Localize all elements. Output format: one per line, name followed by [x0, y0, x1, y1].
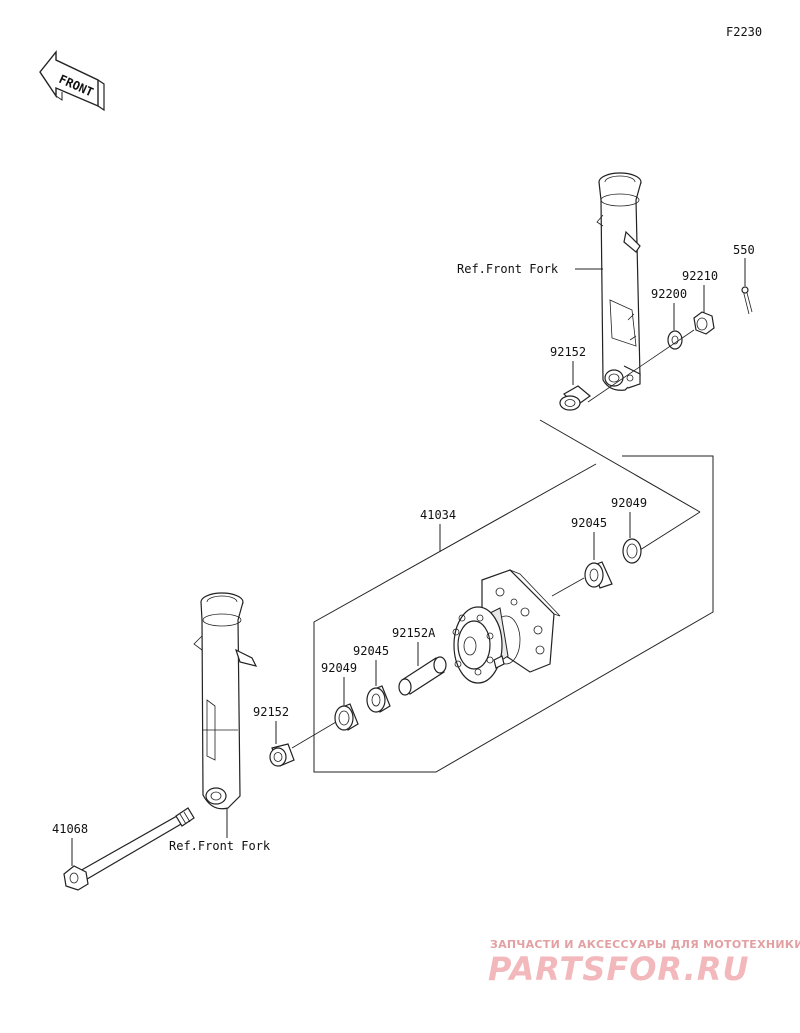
bearing-92045-right [584, 561, 613, 589]
figure-code: F2230 [726, 25, 762, 39]
front-fork-left-illustration [193, 592, 258, 810]
cotter-pin-550 [741, 286, 753, 315]
part-label-550: 550 [733, 243, 755, 257]
watermark-tagline: ЗАПЧАСТИ И АКСЕССУАРЫ ДЛЯ МОТОТЕХНИКИ [490, 938, 800, 951]
collar-92152-upper [559, 385, 591, 411]
front-direction-arrow: FRONT [39, 50, 105, 112]
ref-front-fork-lower-label: Ref.Front Fork [169, 839, 271, 853]
part-label-41034: 41034 [420, 508, 456, 522]
axle-nut-92210 [693, 311, 715, 335]
part-label-92152-upper: 92152 [550, 345, 586, 359]
oil-seal-92049-right [622, 538, 642, 564]
front-axle-41068 [63, 807, 195, 891]
part-label-92152a: 92152A [392, 626, 436, 640]
wheel-hub-41034 [452, 569, 561, 684]
watermark-logo: PARTSFOR.RU [488, 950, 750, 988]
collar-92152-lower [269, 743, 295, 767]
distance-collar-92152a [398, 656, 447, 696]
bearing-92045-left [366, 685, 391, 713]
oil-seal-92049-left [334, 703, 359, 731]
part-label-92210: 92210 [682, 269, 718, 283]
part-label-92045-left: 92045 [353, 644, 389, 658]
part-label-92049-left: 92049 [321, 661, 357, 675]
ref-front-fork-upper-label: Ref.Front Fork [457, 262, 559, 276]
part-label-41068: 41068 [52, 822, 88, 836]
part-label-92045-right: 92045 [571, 516, 607, 530]
front-fork-right-illustration [596, 172, 642, 391]
washer-92200 [667, 330, 683, 350]
part-label-92049-right: 92049 [611, 496, 647, 510]
part-label-92152-lower: 92152 [253, 705, 289, 719]
part-label-92200: 92200 [651, 287, 687, 301]
